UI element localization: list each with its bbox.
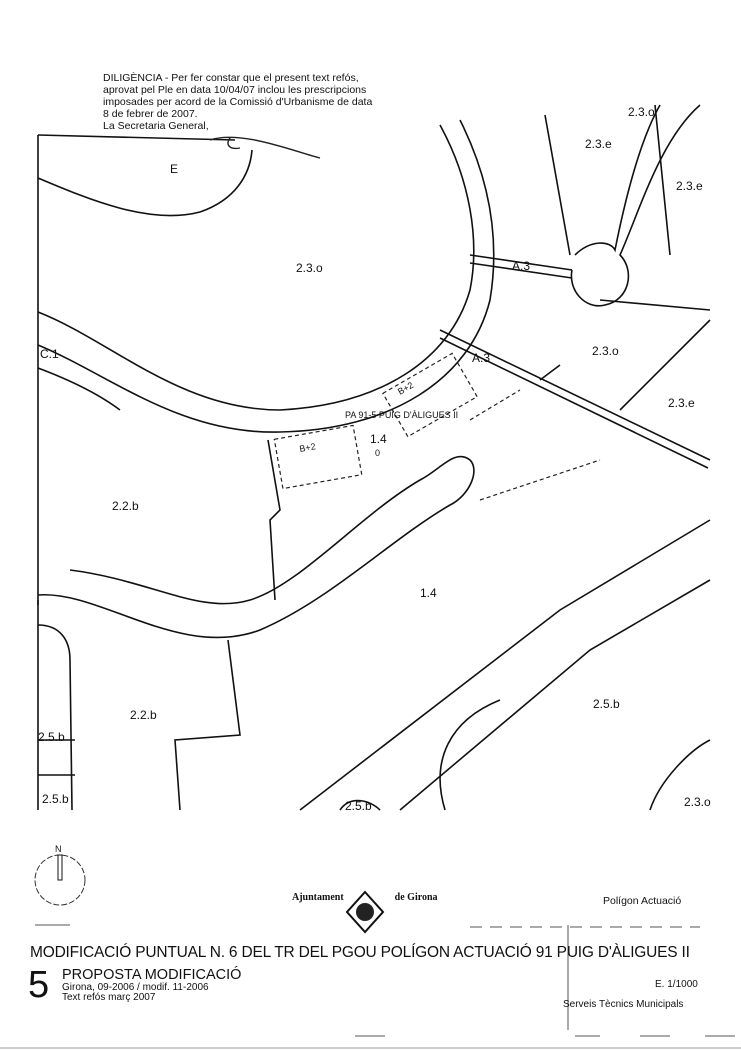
zone-label: A.3 <box>472 351 490 365</box>
plot-boundary <box>37 134 236 141</box>
sheet-info: PROPOSTA MODIFICACIÓ Girona, 09-2006 / m… <box>62 968 241 1003</box>
plot-boundary <box>267 439 281 601</box>
road-edge <box>570 104 701 307</box>
svg-text:N: N <box>55 844 62 854</box>
plot-boundary <box>599 104 711 311</box>
zone-label: 2.3.o <box>684 795 711 809</box>
road-edge <box>37 119 495 433</box>
zone-label: 2.5.b <box>593 697 620 711</box>
north-arrow-icon: N <box>34 844 86 906</box>
plot-boundary <box>439 329 711 469</box>
zone-label: 2.3.o <box>592 344 619 358</box>
building-label: B+2 <box>299 441 317 454</box>
road-edge <box>399 579 711 811</box>
road-edge <box>574 104 661 256</box>
zone-label: 2.3.e <box>585 137 612 151</box>
plot-boundary <box>174 639 241 811</box>
stamp-line: imposades per acord de la Comissió d'Urb… <box>103 96 373 108</box>
zone-label: 1.4 <box>420 586 437 600</box>
plot-boundary <box>469 389 601 501</box>
scale-label: E. 1/1000 <box>655 979 698 990</box>
zone-label: 2.3.e <box>668 396 695 410</box>
legend-poligon: Polígon Actuació <box>603 895 682 907</box>
logo-right: de Girona <box>394 892 438 903</box>
stamp-line: aprovat pel Ple en data 10/04/07 inclou … <box>103 84 367 96</box>
road-edge <box>37 124 475 411</box>
zone-label: 2.3.o <box>628 105 655 119</box>
stamp-line: DILIGÈNCIA - Per fer constar que el pres… <box>103 72 359 84</box>
zone-label: 2.3.o <box>296 261 323 275</box>
stamp-line: 8 de febrer de 2007. <box>103 108 198 120</box>
logo-text: Ajuntament de Girona <box>292 892 438 903</box>
document-title: MODIFICACIÓ PUNTUAL N. 6 DEL TR DEL PGOU… <box>30 944 690 961</box>
logo-left: Ajuntament <box>292 892 344 903</box>
road-edge <box>37 367 121 411</box>
plot-boundary <box>539 319 711 411</box>
zone-label: 2.3.e <box>676 179 703 193</box>
author-label: Serveis Tècnics Municipals <box>563 999 684 1010</box>
building-label: B+2 <box>396 380 415 397</box>
plot-boundary <box>649 739 711 811</box>
sheet-date: Girona, 09-2006 / modif. 11-2006 <box>62 982 209 993</box>
sheet-number: 5 <box>28 964 50 1006</box>
zone-label: 2.5.b <box>345 799 372 813</box>
diligence-stamp: DILIGÈNCIA - Per fer constar que el pres… <box>103 72 443 132</box>
zone-label: 0 <box>375 448 380 458</box>
signature-mark: E <box>170 162 178 176</box>
girona-logo-icon <box>345 890 385 934</box>
zone-label: C.1 <box>40 347 59 361</box>
building-footprint <box>273 424 363 490</box>
plot-boundary <box>37 149 253 217</box>
road-edge <box>37 624 73 811</box>
plot-boundary <box>439 699 501 811</box>
zone-label: 2.5.b <box>38 730 65 744</box>
sheet-heading: PROPOSTA MODIFICACIÓ <box>62 967 242 983</box>
zone-label: 2.5.b <box>42 792 69 806</box>
road-edge <box>37 455 475 639</box>
building-footprint <box>382 352 478 438</box>
stamp-line: La Secretaria General, <box>103 120 209 132</box>
zone-label: 2.2.b <box>130 708 157 722</box>
road-edge <box>469 254 573 279</box>
signature <box>209 136 321 159</box>
sheet-revision: Text refós març 2007 <box>62 992 156 1003</box>
road-edge <box>299 519 711 811</box>
sector-label: PA 91-5 PUIG D'ÀLIGUES II <box>345 410 458 420</box>
plot-boundary <box>339 799 381 811</box>
zone-label: A.3 <box>512 259 530 273</box>
zone-label: 1.4 <box>370 432 387 446</box>
plot-boundary <box>37 600 75 776</box>
road-edge <box>544 114 571 256</box>
zone-label: 2.2.b <box>112 499 139 513</box>
